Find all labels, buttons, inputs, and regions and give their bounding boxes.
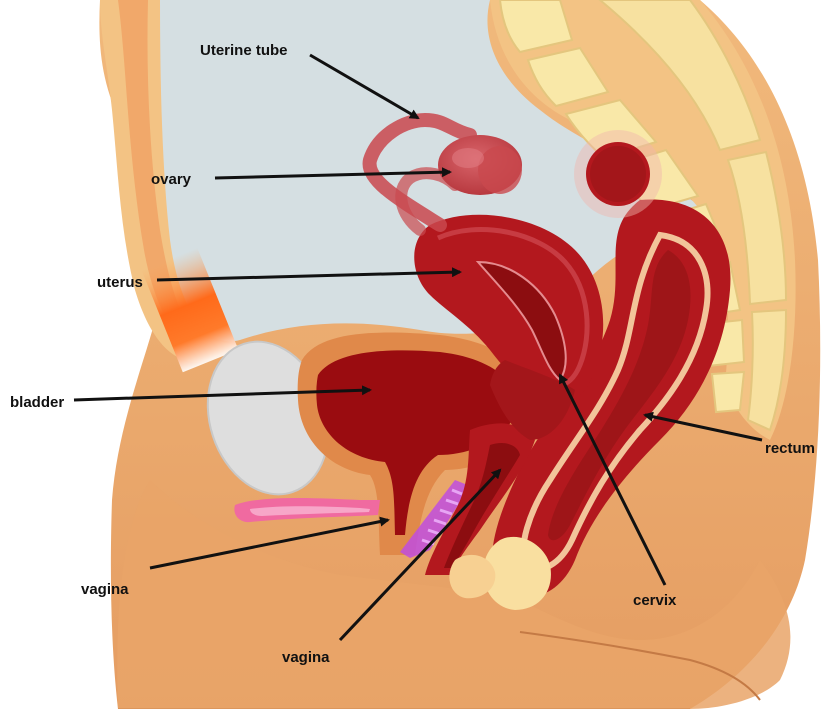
label-vagina-left: vagina [81, 581, 129, 598]
label-uterine-tube: Uterine tube [200, 42, 288, 59]
label-ovary: ovary [151, 171, 192, 188]
label-vagina-bottom: vagina [282, 649, 330, 666]
label-cervix: cervix [633, 592, 677, 609]
label-uterus: uterus [97, 274, 143, 291]
sigmoid-colon-core [590, 146, 646, 202]
ovary-highlight [452, 148, 484, 168]
label-bladder: bladder [10, 394, 64, 411]
ovary-lobe [478, 146, 522, 194]
label-rectum: rectum [765, 440, 815, 457]
